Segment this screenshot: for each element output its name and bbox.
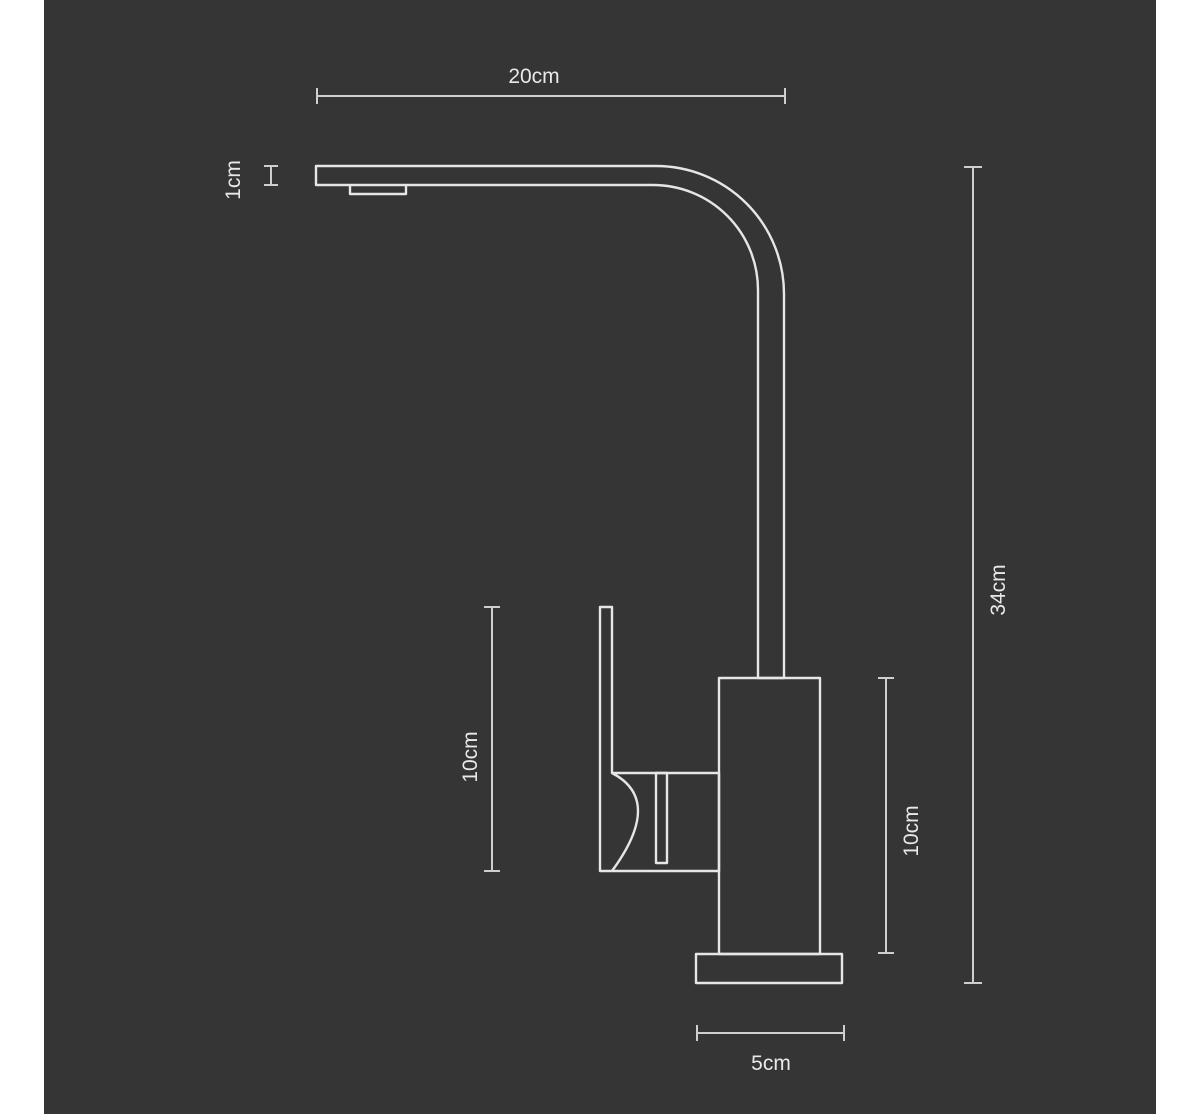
faucet-spout-and-neck — [314, 164, 786, 680]
faucet-body — [717, 676, 822, 956]
dimension-label-base-width: 5cm — [751, 1052, 791, 1075]
faucet-outline — [314, 164, 844, 985]
dimension-label-spout-thickness: 1cm — [222, 160, 245, 200]
faucet-cartridge — [654, 771, 669, 865]
dimension-label-spout-length: 20cm — [508, 65, 559, 88]
faucet-handle-curve — [611, 771, 640, 872]
dimension-label-handle-height: 10cm — [459, 731, 482, 782]
dimension-base-width: 5cm — [696, 1025, 845, 1075]
dimension-label-body-height: 10cm — [900, 805, 923, 856]
faucet-base-plate — [694, 952, 844, 985]
dimension-spout-length: 20cm — [316, 65, 786, 104]
dimension-total-height: 34cm — [964, 166, 1010, 984]
dimension-spout-thickness: 1cm — [222, 160, 278, 200]
dimension-handle-height: 10cm — [459, 606, 500, 872]
faucet-handle-lever — [598, 605, 721, 873]
faucet-aerator — [348, 185, 408, 196]
dimension-label-total-height: 34cm — [987, 564, 1010, 615]
dimension-body-height: 10cm — [878, 677, 923, 954]
